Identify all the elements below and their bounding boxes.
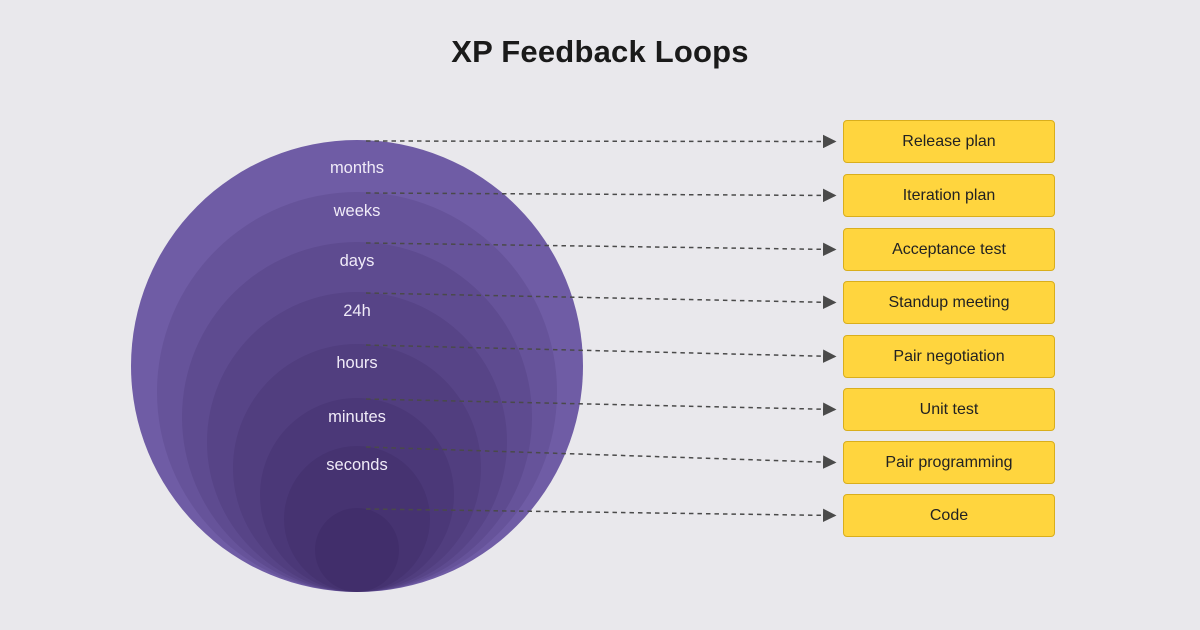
box-standup-meeting: Standup meeting bbox=[843, 281, 1055, 324]
ring-months: months bbox=[131, 140, 583, 592]
ring-minutes: minutes bbox=[260, 398, 454, 592]
box-label: Iteration plan bbox=[902, 186, 996, 204]
page-title: XP Feedback Loops bbox=[451, 34, 749, 69]
ring-label: minutes bbox=[328, 408, 386, 426]
box-code: Code bbox=[843, 494, 1055, 537]
box-pair-programming: Pair programming bbox=[843, 441, 1055, 484]
box-pair-negotiation: Pair negotiation bbox=[843, 335, 1055, 378]
box-label: Unit test bbox=[919, 400, 979, 418]
ring-label: months bbox=[329, 159, 385, 177]
box-label: Pair negotiation bbox=[893, 347, 1005, 365]
ring-hours: hours bbox=[233, 344, 481, 592]
ring-label: weeks bbox=[333, 202, 381, 220]
ring-label: seconds bbox=[326, 456, 388, 474]
box-label: Pair programming bbox=[885, 453, 1013, 471]
box-label: Standup meeting bbox=[888, 293, 1010, 311]
box-release-plan: Release plan bbox=[843, 120, 1055, 163]
ring-innermost bbox=[315, 508, 399, 592]
ring-label: days bbox=[339, 252, 375, 270]
ring-label: 24h bbox=[343, 302, 371, 320]
box-label: Code bbox=[929, 506, 969, 524]
ring-weeks: weeks bbox=[157, 192, 557, 592]
ring-24h: 24h bbox=[207, 292, 507, 592]
connector-line bbox=[365, 134, 837, 149]
box-label: Release plan bbox=[902, 132, 996, 150]
box-iteration-plan: Iteration plan bbox=[843, 174, 1055, 217]
ring-seconds: seconds bbox=[284, 446, 430, 592]
box-acceptance-test: Acceptance test bbox=[843, 228, 1055, 271]
ring-label: hours bbox=[336, 354, 378, 372]
box-unit-test: Unit test bbox=[843, 388, 1055, 431]
box-label: Acceptance test bbox=[892, 240, 1006, 258]
